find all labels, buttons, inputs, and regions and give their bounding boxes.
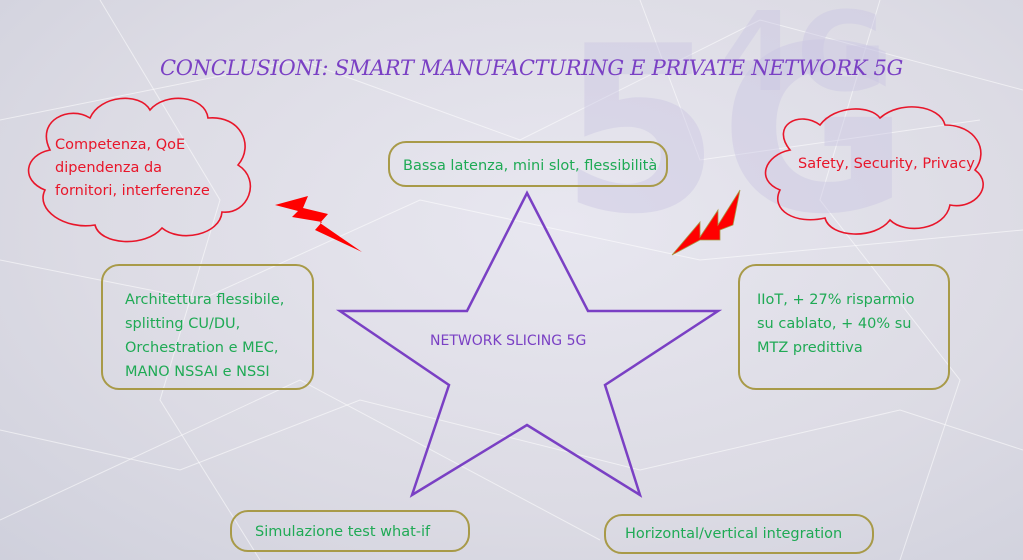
cloud-line: Competenza, QoE [55,137,186,153]
cloud-right-text: Safety, Security, Privacy [798,153,975,176]
box-right: IIoT, + 27% risparmio su cablato, + 40% … [738,264,950,390]
box-top-text: Bassa latenza, mini slot, flessibilità [403,158,658,174]
cloud-line: fornitori, interferenze [55,183,210,199]
box-line: su cablato, + 40% su [757,316,912,332]
box-line: MANO NSSAI e NSSI [125,364,270,380]
box-left: Architettura flessibile, splitting CU/DU… [101,264,314,390]
box-line: Architettura flessibile, [125,292,285,308]
5g-watermark: 5G [560,0,909,265]
cloud-left-text: Competenza, QoE dipendenza da fornitori,… [55,134,210,203]
box-line: splitting CU/DU, [125,316,241,332]
star-center-label: NETWORK SLICING 5G [430,333,587,349]
slide-title: CONCLUSIONI: SMART MANUFACTURING E PRIVA… [160,56,904,80]
box-bottom-right-text: Horizontal/vertical integration [625,526,843,542]
star-shape [335,190,723,498]
cloud-line: dipendenza da [55,160,163,176]
box-line: MTZ predittiva [757,340,863,356]
box-top: Bassa latenza, mini slot, flessibilità [388,141,668,187]
box-bottom-left-text: Simulazione test what-if [255,524,431,540]
svg-text:4G: 4G [720,0,887,116]
box-line: IIoT, + 27% risparmio [757,292,915,308]
cloud-right [764,106,984,235]
cloud-line: Safety, Security, Privacy [798,156,975,172]
lightning-bolt-right [671,189,741,256]
box-bottom-right: Horizontal/vertical integration [604,514,874,554]
box-bottom-left: Simulazione test what-if [230,510,470,552]
box-line: Orchestration e MEC, [125,340,279,356]
lightning-bolt-left [275,196,362,252]
cloud-left [27,97,252,243]
